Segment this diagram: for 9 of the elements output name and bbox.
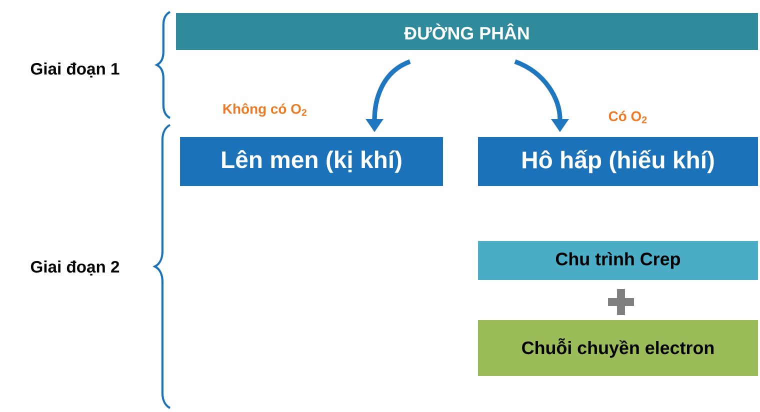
process-box: Chu trình Crep: [478, 240, 758, 280]
edge-label: Có O$_{2}$: [608, 110, 647, 124]
stage-label: Giai đoạn 1: [30, 62, 120, 78]
edge-label: Không có O$_{2}$: [223, 103, 306, 117]
process-box: Lên men (kị khí): [180, 137, 443, 186]
process-box: Hô hấp (hiếu khí): [478, 137, 758, 186]
process-box: Chuỗi chuyền electron: [478, 320, 758, 376]
stage-label: Giai đoạn 2: [30, 260, 120, 276]
title-bar: ĐƯỜNG PHÂN: [176, 12, 758, 50]
